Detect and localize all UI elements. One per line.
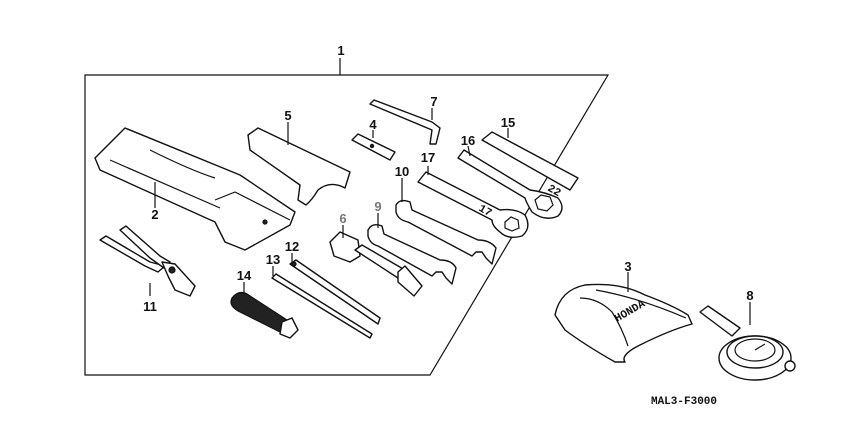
- callout-5: 5: [284, 108, 291, 123]
- callout-10: 10: [395, 164, 409, 179]
- callout-12: 12: [285, 239, 299, 254]
- callout-2: 2: [151, 207, 158, 222]
- callout-17: 17: [421, 150, 435, 165]
- callout-7: 7: [430, 94, 437, 109]
- callout-1: 1: [337, 43, 344, 58]
- hex-key: [369, 99, 441, 145]
- callout-3: 3: [624, 259, 631, 274]
- callout-8: 8: [746, 288, 753, 303]
- stamp-22: 22: [545, 183, 562, 200]
- hook-spanner: [247, 122, 351, 206]
- box-wrench-22: 22: [457, 145, 563, 219]
- callout-6: 6: [339, 211, 346, 226]
- handle-bar: [481, 128, 579, 191]
- callout-13: 13: [266, 252, 280, 267]
- stamp-17: 17: [476, 203, 493, 220]
- spark-plug-wrench: [329, 225, 423, 297]
- tool-pouch: HONDA: [554, 272, 693, 363]
- callout-9: 9: [374, 199, 381, 214]
- small-wrench: [351, 130, 396, 161]
- combination-wrench-17: 17: [417, 166, 529, 239]
- callout-14: 14: [237, 268, 252, 283]
- open-end-wrench-10: [395, 178, 497, 265]
- callout-11: 11: [143, 299, 157, 314]
- pressure-gauge: [699, 302, 796, 381]
- tool-bag: [94, 127, 296, 251]
- screwdriver-shaft-13: [271, 266, 373, 339]
- pliers: [99, 225, 196, 297]
- callout-16: 16: [461, 133, 475, 148]
- toolset-border: [84, 58, 610, 376]
- diagram-code: MAL3-F3000: [651, 396, 717, 408]
- screwdriver-shaft-12: [289, 253, 381, 325]
- callout-15: 15: [501, 115, 515, 130]
- open-end-wrench-9: [367, 213, 457, 285]
- screwdriver-handle: [230, 282, 299, 339]
- callout-4: 4: [369, 117, 377, 132]
